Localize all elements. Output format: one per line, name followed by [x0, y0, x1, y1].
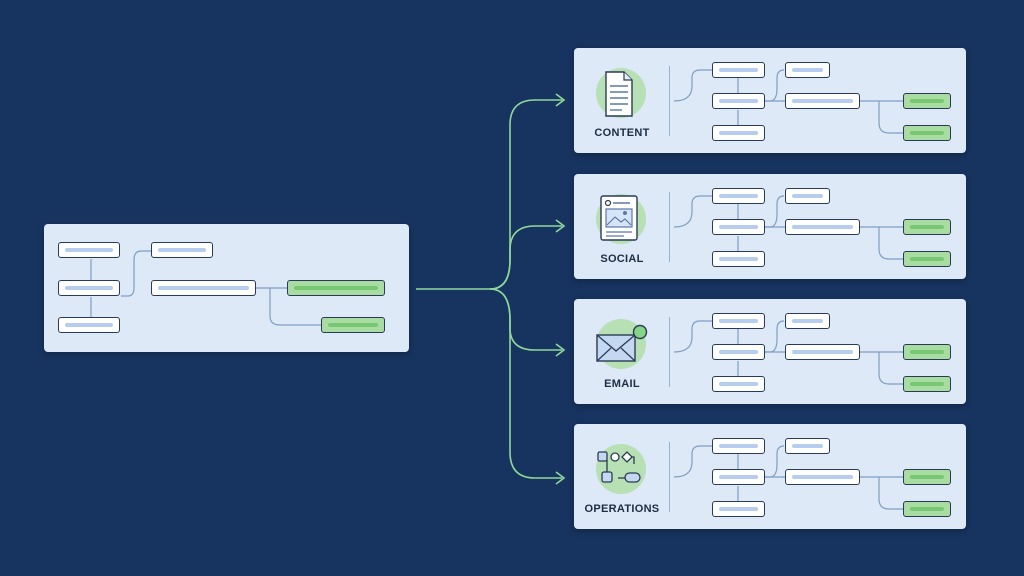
social-label: SOCIAL — [600, 253, 644, 265]
content-node-4[interactable] — [785, 62, 830, 78]
social-node-6[interactable] — [903, 219, 951, 235]
content-node-6[interactable] — [903, 93, 951, 109]
source-node-3[interactable] — [58, 317, 120, 333]
connector-to-social — [489, 225, 562, 290]
social-node-5[interactable] — [785, 219, 860, 235]
email-node-4[interactable] — [785, 313, 830, 329]
email-internal-links — [673, 320, 904, 385]
email-node-6[interactable] — [903, 344, 951, 360]
operations-node-6[interactable] — [903, 469, 951, 485]
image-post-icon — [596, 194, 646, 244]
content-node-1[interactable] — [712, 62, 765, 78]
operations-label: OPERATIONS — [584, 503, 660, 515]
operations-internal-links — [673, 445, 904, 510]
document-icon — [596, 68, 646, 118]
operations-node-3[interactable] — [712, 501, 765, 517]
flowchart-icon — [596, 444, 646, 494]
operations-node-5[interactable] — [785, 469, 860, 485]
social-workflow-panel[interactable]: SOCIAL — [574, 174, 966, 279]
content-node-2[interactable] — [712, 93, 765, 109]
connector-to-operations — [489, 288, 562, 479]
operations-node-1[interactable] — [712, 438, 765, 454]
content-node-7[interactable] — [903, 125, 951, 141]
email-node-3[interactable] — [712, 376, 765, 392]
operations-workflow-panel[interactable]: OPERATIONS — [574, 424, 966, 529]
social-node-1[interactable] — [712, 188, 765, 204]
source-node-6[interactable] — [287, 280, 385, 296]
email-workflow-panel[interactable]: EMAIL — [574, 299, 966, 404]
operations-node-2[interactable] — [712, 469, 765, 485]
source-node-1[interactable] — [58, 242, 120, 258]
connector-to-email — [489, 288, 562, 351]
social-internal-links — [673, 195, 904, 260]
email-node-1[interactable] — [712, 313, 765, 329]
social-node-7[interactable] — [903, 251, 951, 267]
content-label: CONTENT — [594, 127, 650, 139]
email-node-7[interactable] — [903, 376, 951, 392]
envelope-icon — [596, 319, 648, 369]
social-node-2[interactable] — [712, 219, 765, 235]
social-divider — [669, 192, 670, 262]
source-internal-links — [90, 250, 321, 326]
operations-node-4[interactable] — [785, 438, 830, 454]
operations-divider — [669, 442, 670, 512]
content-internal-links — [673, 69, 904, 134]
social-node-4[interactable] — [785, 188, 830, 204]
source-node-2[interactable] — [58, 280, 120, 296]
source-node-4[interactable] — [151, 242, 213, 258]
connector-to-content — [489, 99, 562, 290]
source-node-7[interactable] — [321, 317, 385, 333]
operations-node-7[interactable] — [903, 501, 951, 517]
content-node-3[interactable] — [712, 125, 765, 141]
social-node-3[interactable] — [712, 251, 765, 267]
source-node-5[interactable] — [151, 280, 256, 296]
email-divider — [669, 317, 670, 387]
content-workflow-panel[interactable]: CONTENT — [574, 48, 966, 153]
content-node-5[interactable] — [785, 93, 860, 109]
email-node-2[interactable] — [712, 344, 765, 360]
email-label: EMAIL — [604, 378, 640, 390]
content-divider — [669, 66, 670, 136]
email-node-5[interactable] — [785, 344, 860, 360]
source-workflow-panel[interactable] — [44, 224, 409, 352]
